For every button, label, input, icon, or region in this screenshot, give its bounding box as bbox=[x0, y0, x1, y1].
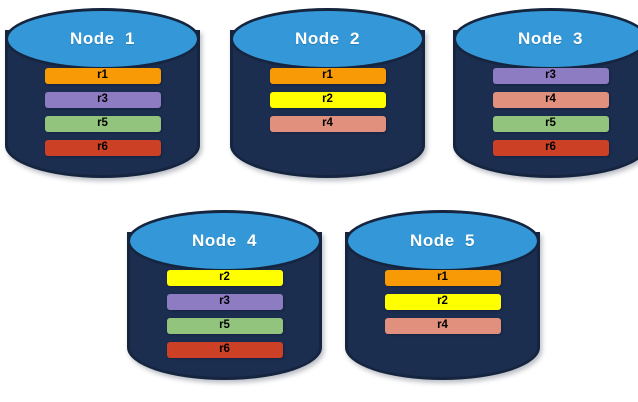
node-title: Node 2 bbox=[295, 29, 360, 48]
record-stack: r1 r2 r4 bbox=[345, 268, 540, 334]
database-node-2[interactable]: Node 2 r1 r2 r4 bbox=[230, 8, 425, 190]
record-bar[interactable]: r6 bbox=[492, 140, 609, 156]
node-title: Node 4 bbox=[192, 231, 257, 250]
node-title: Node 1 bbox=[70, 29, 135, 48]
record-bar[interactable]: r5 bbox=[166, 318, 283, 334]
record-bar[interactable]: r3 bbox=[44, 92, 161, 108]
record-bar[interactable]: r4 bbox=[384, 318, 501, 334]
database-node-5[interactable]: Node 5 r1 r2 r4 bbox=[345, 210, 540, 392]
record-bar[interactable]: r5 bbox=[44, 116, 161, 132]
record-bar[interactable]: r5 bbox=[492, 116, 609, 132]
record-bar[interactable]: r1 bbox=[44, 68, 161, 84]
node-cylinder-top-disc bbox=[5, 8, 200, 70]
record-bar[interactable]: r3 bbox=[492, 68, 609, 84]
database-node-4[interactable]: Node 4 r2 r3 r5 r6 bbox=[127, 210, 322, 392]
record-stack: r1 r3 r5 r6 bbox=[5, 66, 200, 156]
record-bar[interactable]: r2 bbox=[166, 270, 283, 286]
node-cylinder-top-disc bbox=[230, 8, 425, 70]
record-bar[interactable]: r6 bbox=[166, 342, 283, 358]
record-bar[interactable]: r6 bbox=[44, 140, 161, 156]
record-bar[interactable]: r2 bbox=[269, 92, 386, 108]
record-stack: r3 r4 r5 r6 bbox=[453, 66, 638, 156]
node-title: Node 5 bbox=[410, 231, 475, 250]
record-bar[interactable]: r3 bbox=[166, 294, 283, 310]
record-bar[interactable]: r4 bbox=[492, 92, 609, 108]
record-bar[interactable]: r2 bbox=[384, 294, 501, 310]
record-bar[interactable]: r4 bbox=[269, 116, 386, 132]
record-stack: r2 r3 r5 r6 bbox=[127, 268, 322, 358]
record-bar[interactable]: r1 bbox=[384, 270, 501, 286]
database-node-1[interactable]: Node 1 r1 r3 r5 r6 bbox=[5, 8, 200, 190]
database-node-3[interactable]: Node 3 r3 r4 r5 r6 bbox=[453, 8, 638, 190]
record-stack: r1 r2 r4 bbox=[230, 66, 425, 132]
record-bar[interactable]: r1 bbox=[269, 68, 386, 84]
node-title: Node 3 bbox=[518, 29, 583, 48]
